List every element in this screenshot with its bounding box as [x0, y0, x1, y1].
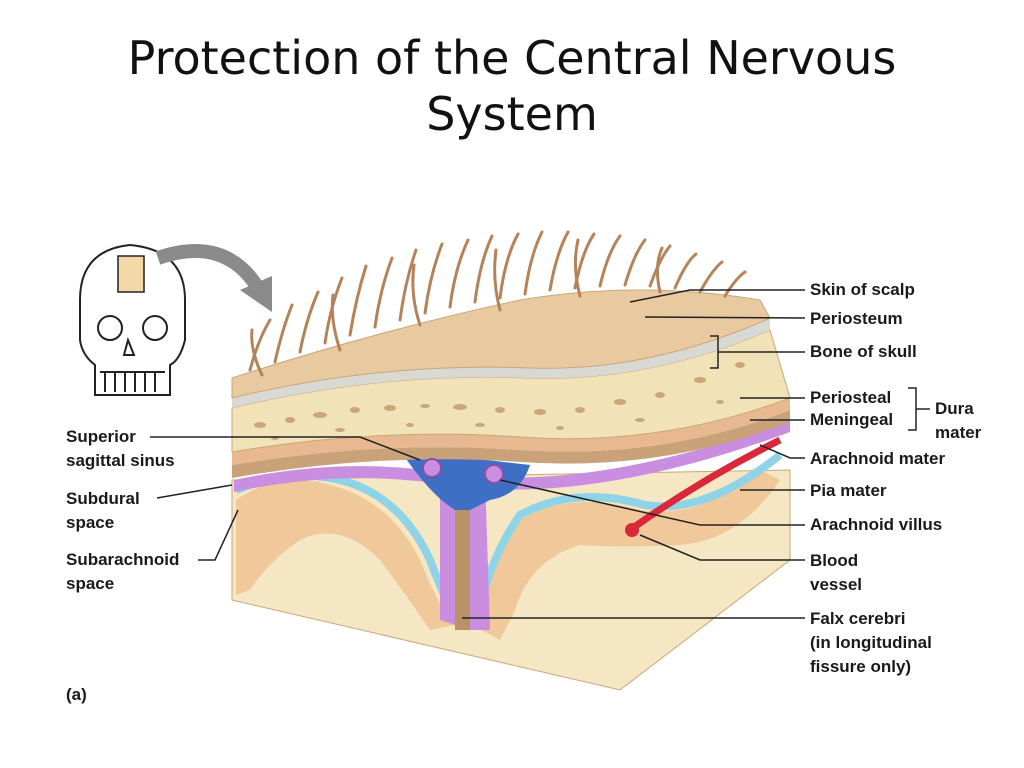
blood-vessel — [627, 436, 782, 533]
label-skin-of-scalp: Skin of scalp — [810, 280, 915, 299]
label-subarachnoid-space-line-2: space — [66, 574, 115, 593]
cortex-right — [478, 470, 780, 640]
pia-layer-right — [471, 451, 783, 629]
slide-title: Protection of the Central Nervous System — [0, 30, 1024, 142]
label-subarachnoid-space: Subarachnoid space — [66, 548, 179, 596]
label-blood-vessel: Blood vessel — [810, 549, 862, 597]
label-meningeal: Meningeal — [810, 410, 894, 429]
skull-inset-highlight — [117, 255, 145, 293]
label-subdural-space-line-1: Subdural — [66, 489, 140, 508]
label-periosteal: Periosteal — [810, 388, 892, 407]
label-bone-of-skull: Bone of skull — [810, 342, 917, 361]
falx-arachnoid — [440, 475, 490, 630]
label-subdural-space: Subdural space — [66, 487, 140, 535]
label-dura-mater: Dura mater — [935, 397, 981, 445]
label-arachnoid-villus: Arachnoid villus — [810, 515, 943, 534]
label-superior-sagittal-sinus-line-1: Superior — [66, 427, 136, 446]
tissue-block — [231, 230, 791, 691]
blood-vessel-cross-section — [625, 523, 639, 537]
label-falx-cerebri-line-2: (in longitudinal — [810, 633, 932, 652]
label-subdural-space-line-2: space — [66, 513, 115, 532]
label-falx-cerebri-line-1: Falx cerebri — [810, 609, 906, 628]
arachnoid-villus-left — [422, 458, 442, 478]
label-arachnoid-mater: Arachnoid mater — [810, 449, 946, 468]
label-periosteum: Periosteum — [810, 309, 903, 328]
dura-periosteal-layer — [232, 398, 790, 465]
scalp-hairs — [248, 230, 747, 377]
arachnoid-villus-right — [484, 464, 504, 484]
skull-inset-icon — [79, 243, 186, 396]
label-falx-cerebri-line-3: fissure only) — [810, 657, 912, 676]
curved-arrow-head-icon — [240, 276, 272, 312]
label-superior-sagittal-sinus-line-2: sagittal sinus — [66, 451, 175, 470]
bone-pores — [254, 362, 745, 440]
title-line-2: System — [426, 87, 598, 141]
label-falx-cerebri: Falx cerebri (in longitudinal fissure on… — [810, 607, 932, 679]
arachnoid-layer — [234, 420, 790, 492]
panel-label: (a) — [66, 685, 87, 704]
title-line-1: Protection of the Central Nervous — [127, 31, 897, 85]
dura-meningeal-layer — [232, 410, 790, 478]
leader-lines — [150, 289, 930, 619]
curved-arrow-icon — [155, 244, 264, 292]
label-subarachnoid-space-line-1: Subarachnoid — [66, 550, 180, 569]
label-superior-sagittal-sinus: Superior sagittal sinus — [66, 425, 175, 473]
label-dura-mater-line-1: Dura — [935, 399, 974, 418]
cortex-left — [236, 480, 455, 630]
label-blood-vessel-line-2: vessel — [810, 575, 862, 594]
label-dura-mater-line-2: mater — [935, 423, 982, 442]
periosteum-layer — [232, 318, 770, 408]
label-pia-mater: Pia mater — [810, 481, 887, 500]
label-blood-vessel-line-1: Blood — [810, 551, 859, 570]
